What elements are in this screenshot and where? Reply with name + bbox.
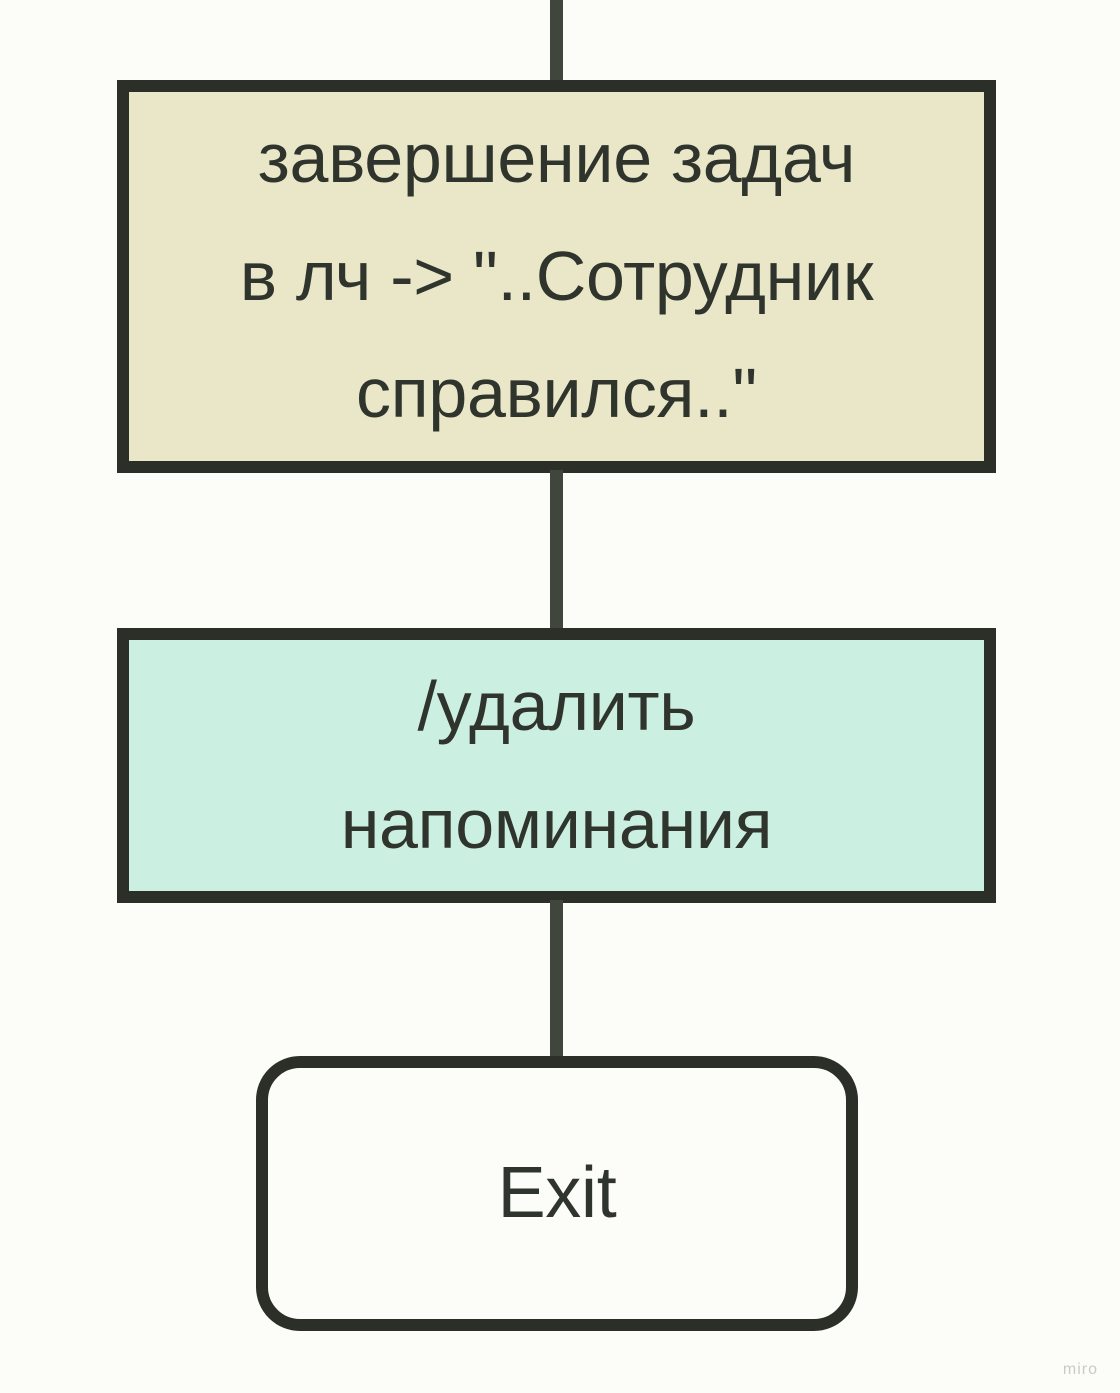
- flowchart-node-delete-reminders[interactable]: /удалить напоминания: [117, 628, 996, 903]
- flowchart-node-exit[interactable]: Exit: [256, 1056, 858, 1331]
- connector-incoming-to-task-completion: [550, 0, 563, 82]
- node-exit-label: Exit: [497, 1153, 617, 1234]
- node-delete-reminders-label: /удалить напоминания: [340, 666, 773, 863]
- node-task-completion-label: завершение задач в лч -> "..Сотрудник сп…: [239, 119, 874, 433]
- connector-task-completion-to-delete-reminders: [550, 470, 563, 632]
- miro-watermark: miro: [1062, 1361, 1098, 1378]
- flowchart-node-task-completion[interactable]: завершение задач в лч -> "..Сотрудник сп…: [117, 80, 996, 473]
- connector-delete-reminders-to-exit: [550, 900, 563, 1060]
